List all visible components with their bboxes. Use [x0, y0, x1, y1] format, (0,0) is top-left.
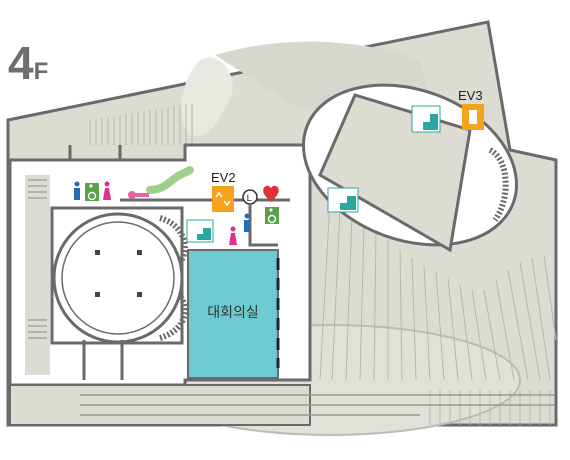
elevator-icon[interactable] — [212, 186, 234, 212]
conference-room-label: 대회의실 — [207, 305, 259, 321]
rotunda — [50, 206, 188, 380]
floor-suffix: F — [33, 58, 49, 85]
key-icon — [128, 191, 149, 199]
svg-text:L: L — [247, 194, 252, 204]
toilet-male-icon[interactable] — [72, 181, 83, 202]
ev3-label: EV3 — [458, 88, 483, 103]
ev2-label: EV2 — [211, 170, 236, 185]
floor-number: 4 — [8, 37, 34, 89]
escalator-icon[interactable] — [186, 219, 214, 243]
floor-label: 4F — [8, 40, 48, 86]
elevator-icon[interactable] — [462, 104, 484, 130]
wheelchair-icon[interactable] — [85, 183, 99, 201]
slide-icon — [146, 166, 194, 194]
conference-room[interactable] — [187, 249, 279, 379]
aed-icon[interactable] — [263, 185, 279, 202]
escalator-icon[interactable] — [327, 187, 359, 213]
toilet-male-icon[interactable] — [244, 213, 250, 233]
toilet-female-icon[interactable] — [229, 226, 237, 246]
escalator-icon[interactable] — [411, 105, 441, 133]
wheelchair-icon[interactable] — [265, 207, 279, 224]
corridor-walls — [68, 145, 290, 247]
locker-icon[interactable]: L — [242, 189, 258, 205]
toilet-female-icon[interactable] — [103, 181, 111, 201]
